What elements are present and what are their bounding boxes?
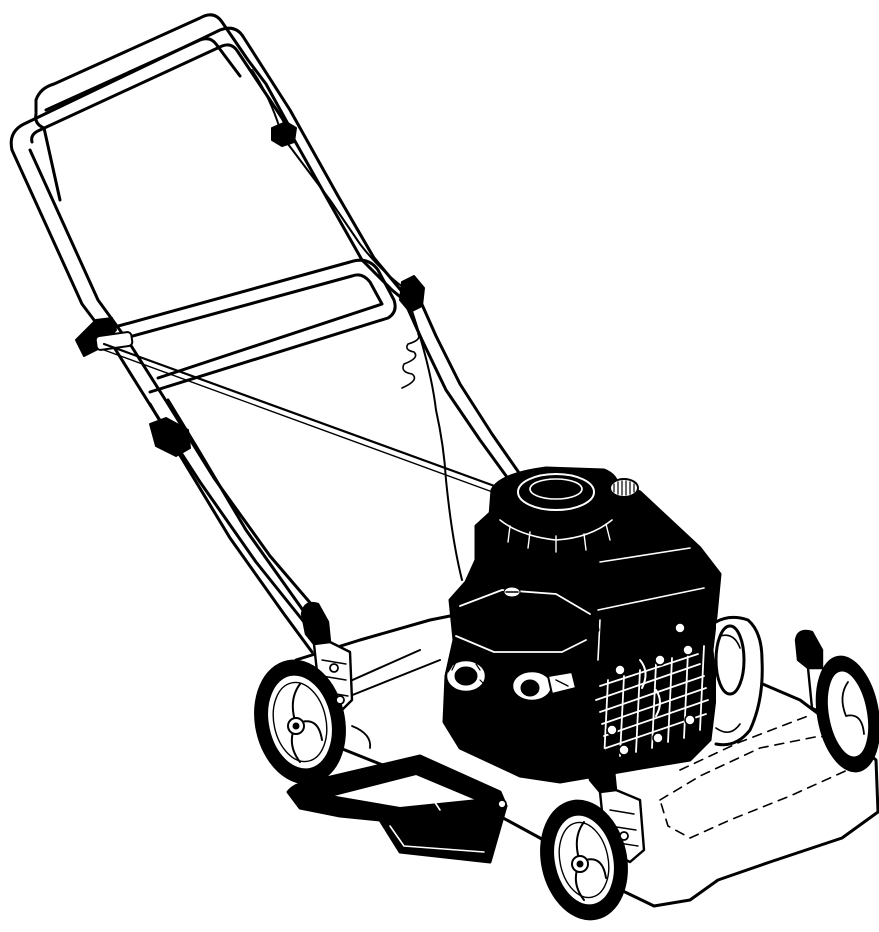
discharge-chute (286, 754, 508, 864)
cable-tie-coil (401, 333, 420, 389)
engine (442, 466, 722, 784)
rear-wheel (254, 659, 346, 785)
height-adjuster-rear (300, 601, 332, 646)
muffler (714, 615, 764, 747)
right-knob-icon (399, 275, 425, 313)
handle-assembly (9, 13, 526, 654)
upper-handle (9, 26, 420, 306)
cable-clip-icon (271, 121, 297, 147)
engine-bolts (606, 622, 696, 756)
lower-handle-right (402, 298, 514, 486)
lower-left-knob-icon (149, 417, 191, 457)
starter-rope (102, 342, 502, 490)
front-right-wheel (815, 655, 879, 773)
front-wheel (540, 799, 628, 921)
handle-knobs (75, 121, 425, 457)
deck-linkages (329, 663, 629, 841)
chute-lip (378, 804, 508, 864)
height-adjuster-right (794, 629, 824, 670)
control-bail (34, 13, 290, 202)
fuel-cap-icon (609, 478, 639, 498)
handle-crossbar (102, 258, 397, 394)
control-cable (251, 69, 463, 581)
